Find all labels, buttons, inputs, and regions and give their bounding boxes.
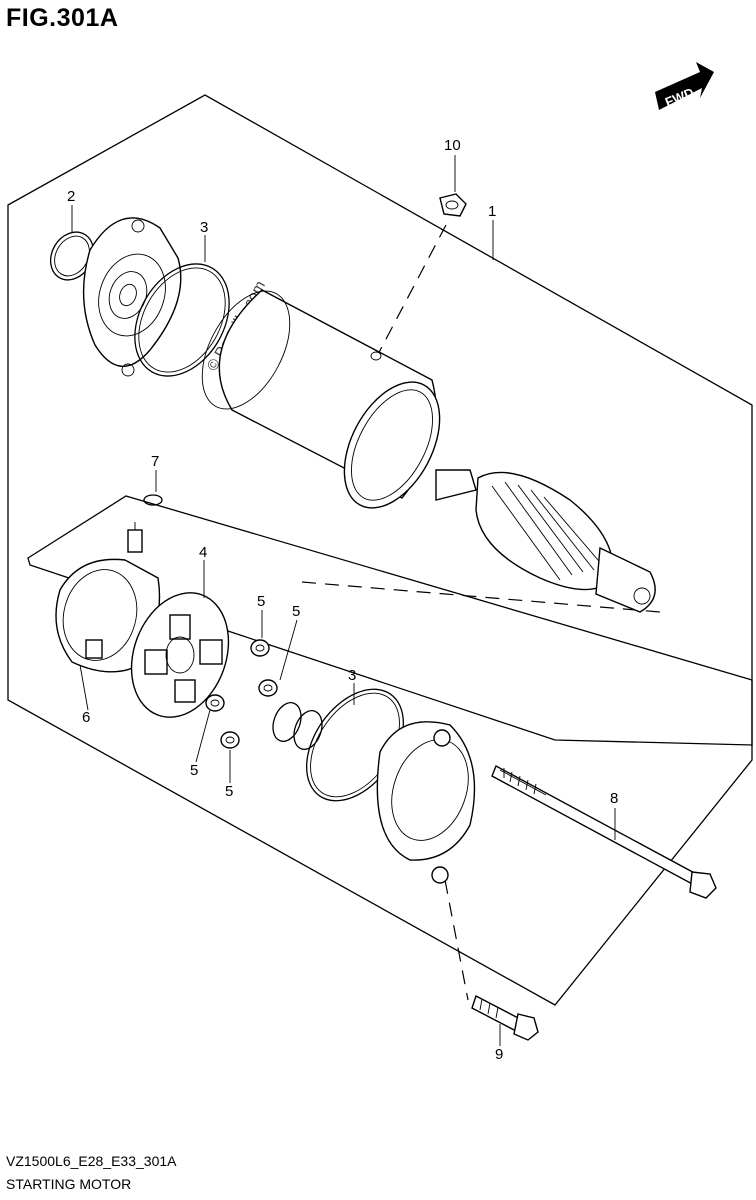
figure-title: FIG.301A xyxy=(6,4,119,32)
callout-5-b: 5 xyxy=(292,603,300,620)
washer-b xyxy=(293,710,323,750)
callout-7: 7 xyxy=(151,453,159,470)
washer-a xyxy=(272,702,302,742)
o-ring-part-3-upper xyxy=(134,263,230,377)
brush-part-5-d xyxy=(220,731,240,749)
align-line-9 xyxy=(444,879,469,1001)
align-line-10 xyxy=(374,224,447,361)
callout-3-lower: 3 xyxy=(348,667,356,684)
nut-part-10 xyxy=(439,193,467,217)
callout-6: 6 xyxy=(82,709,90,726)
callout-1: 1 xyxy=(488,203,496,220)
callout-4: 4 xyxy=(199,544,207,561)
callout-2: 2 xyxy=(67,188,75,205)
brush-part-5-c xyxy=(205,694,225,712)
brush-holder-part-4 xyxy=(130,592,230,718)
callout-5-c: 5 xyxy=(190,762,198,779)
brush-group-outline xyxy=(27,495,753,746)
through-bolt-part-8 xyxy=(491,765,717,899)
bolt-part-9 xyxy=(471,994,539,1041)
assembly-outline xyxy=(7,94,753,1006)
align-line-brush xyxy=(301,581,661,613)
callout-5-d: 5 xyxy=(225,783,233,800)
brush-part-5-a xyxy=(250,639,270,657)
section-name: STARTING MOTOR xyxy=(6,1176,132,1192)
callout-9: 9 xyxy=(495,1046,503,1063)
washer-part-7 xyxy=(143,494,163,506)
callout-3-upper: 3 xyxy=(200,219,208,236)
rear-cover-part xyxy=(376,721,476,884)
forward-arrow-icon: FWD xyxy=(655,62,714,110)
armature-part xyxy=(435,469,656,613)
leader-lines xyxy=(71,155,616,1046)
callout-10: 10 xyxy=(444,137,461,154)
front-bracket-part xyxy=(82,217,182,377)
callout-8: 8 xyxy=(610,790,618,807)
callout-5-a: 5 xyxy=(257,593,265,610)
brush-part-5-b xyxy=(258,679,278,697)
yoke-housing-part-1 xyxy=(201,289,441,509)
model-code: VZ1500L6_E28_E33_301A xyxy=(6,1153,177,1169)
